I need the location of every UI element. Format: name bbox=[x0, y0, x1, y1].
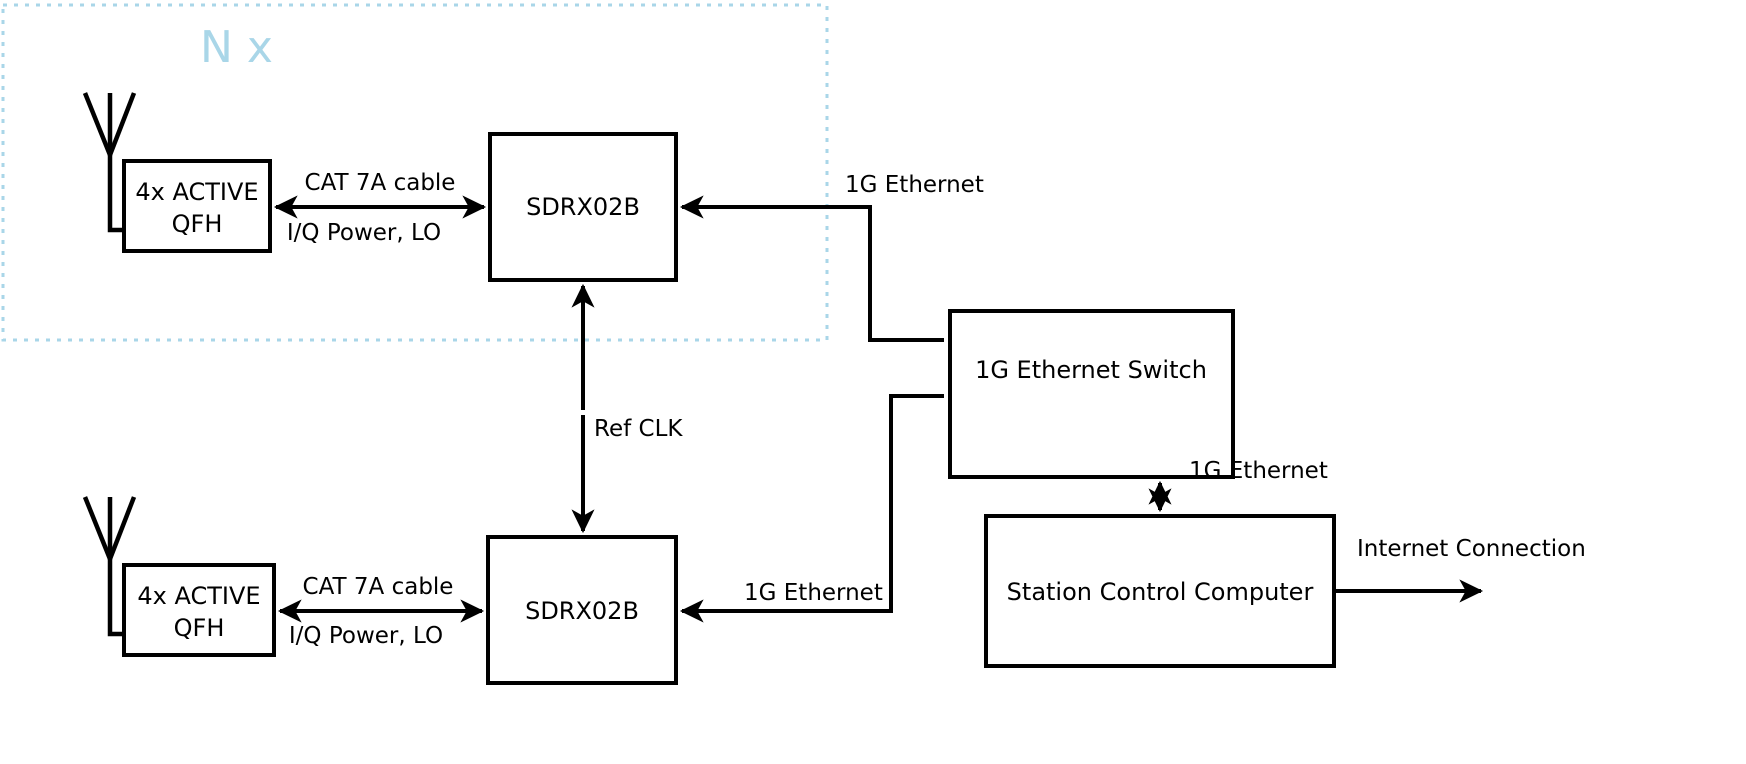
edge-label-eth-switch-computer: 1G Ethernet bbox=[1189, 458, 1328, 484]
block-label-qfh-top-line2: QFH bbox=[172, 210, 223, 238]
group-boundary-nx bbox=[1, 3, 829, 342]
edge-label-eth-bottom: 1G Ethernet bbox=[744, 580, 883, 606]
edge-label-internet-connection: Internet Connection bbox=[1357, 536, 1586, 562]
block-station-control-computer[interactable] bbox=[984, 514, 1336, 668]
block-qfh-bottom[interactable] bbox=[122, 563, 276, 657]
block-ethernet-switch[interactable] bbox=[948, 309, 1235, 479]
block-label-qfh-top-line1: 4x ACTIVE bbox=[135, 178, 258, 206]
edge-label-iq-bottom: I/Q Power, LO bbox=[289, 623, 443, 649]
group-label-nx: N x bbox=[200, 22, 273, 73]
edge-eth-bottom bbox=[679, 394, 944, 623]
edge-label-eth-top: 1G Ethernet bbox=[845, 172, 984, 198]
block-label-qfh-bottom-line1: 4x ACTIVE bbox=[137, 582, 260, 610]
block-sdrx-top[interactable] bbox=[488, 132, 678, 282]
block-label-sdrx-bottom: SDRX02B bbox=[525, 597, 639, 625]
edge-label-cat7a-top: CAT 7A cable bbox=[305, 170, 456, 196]
edge-label-cat7a-bottom: CAT 7A cable bbox=[303, 574, 454, 600]
edge-label-refclk: Ref CLK bbox=[594, 416, 683, 442]
block-label-ethernet-switch: 1G Ethernet Switch bbox=[975, 356, 1207, 384]
block-sdrx-bottom[interactable] bbox=[486, 535, 678, 685]
edge-eth-top bbox=[679, 195, 944, 342]
block-label-qfh-bottom-line2: QFH bbox=[174, 614, 225, 642]
edge-label-iq-top: I/Q Power, LO bbox=[287, 220, 441, 246]
block-qfh-top[interactable] bbox=[122, 159, 272, 253]
block-label-station-control-computer: Station Control Computer bbox=[1007, 578, 1314, 606]
block-label-sdrx-top: SDRX02B bbox=[526, 193, 640, 221]
